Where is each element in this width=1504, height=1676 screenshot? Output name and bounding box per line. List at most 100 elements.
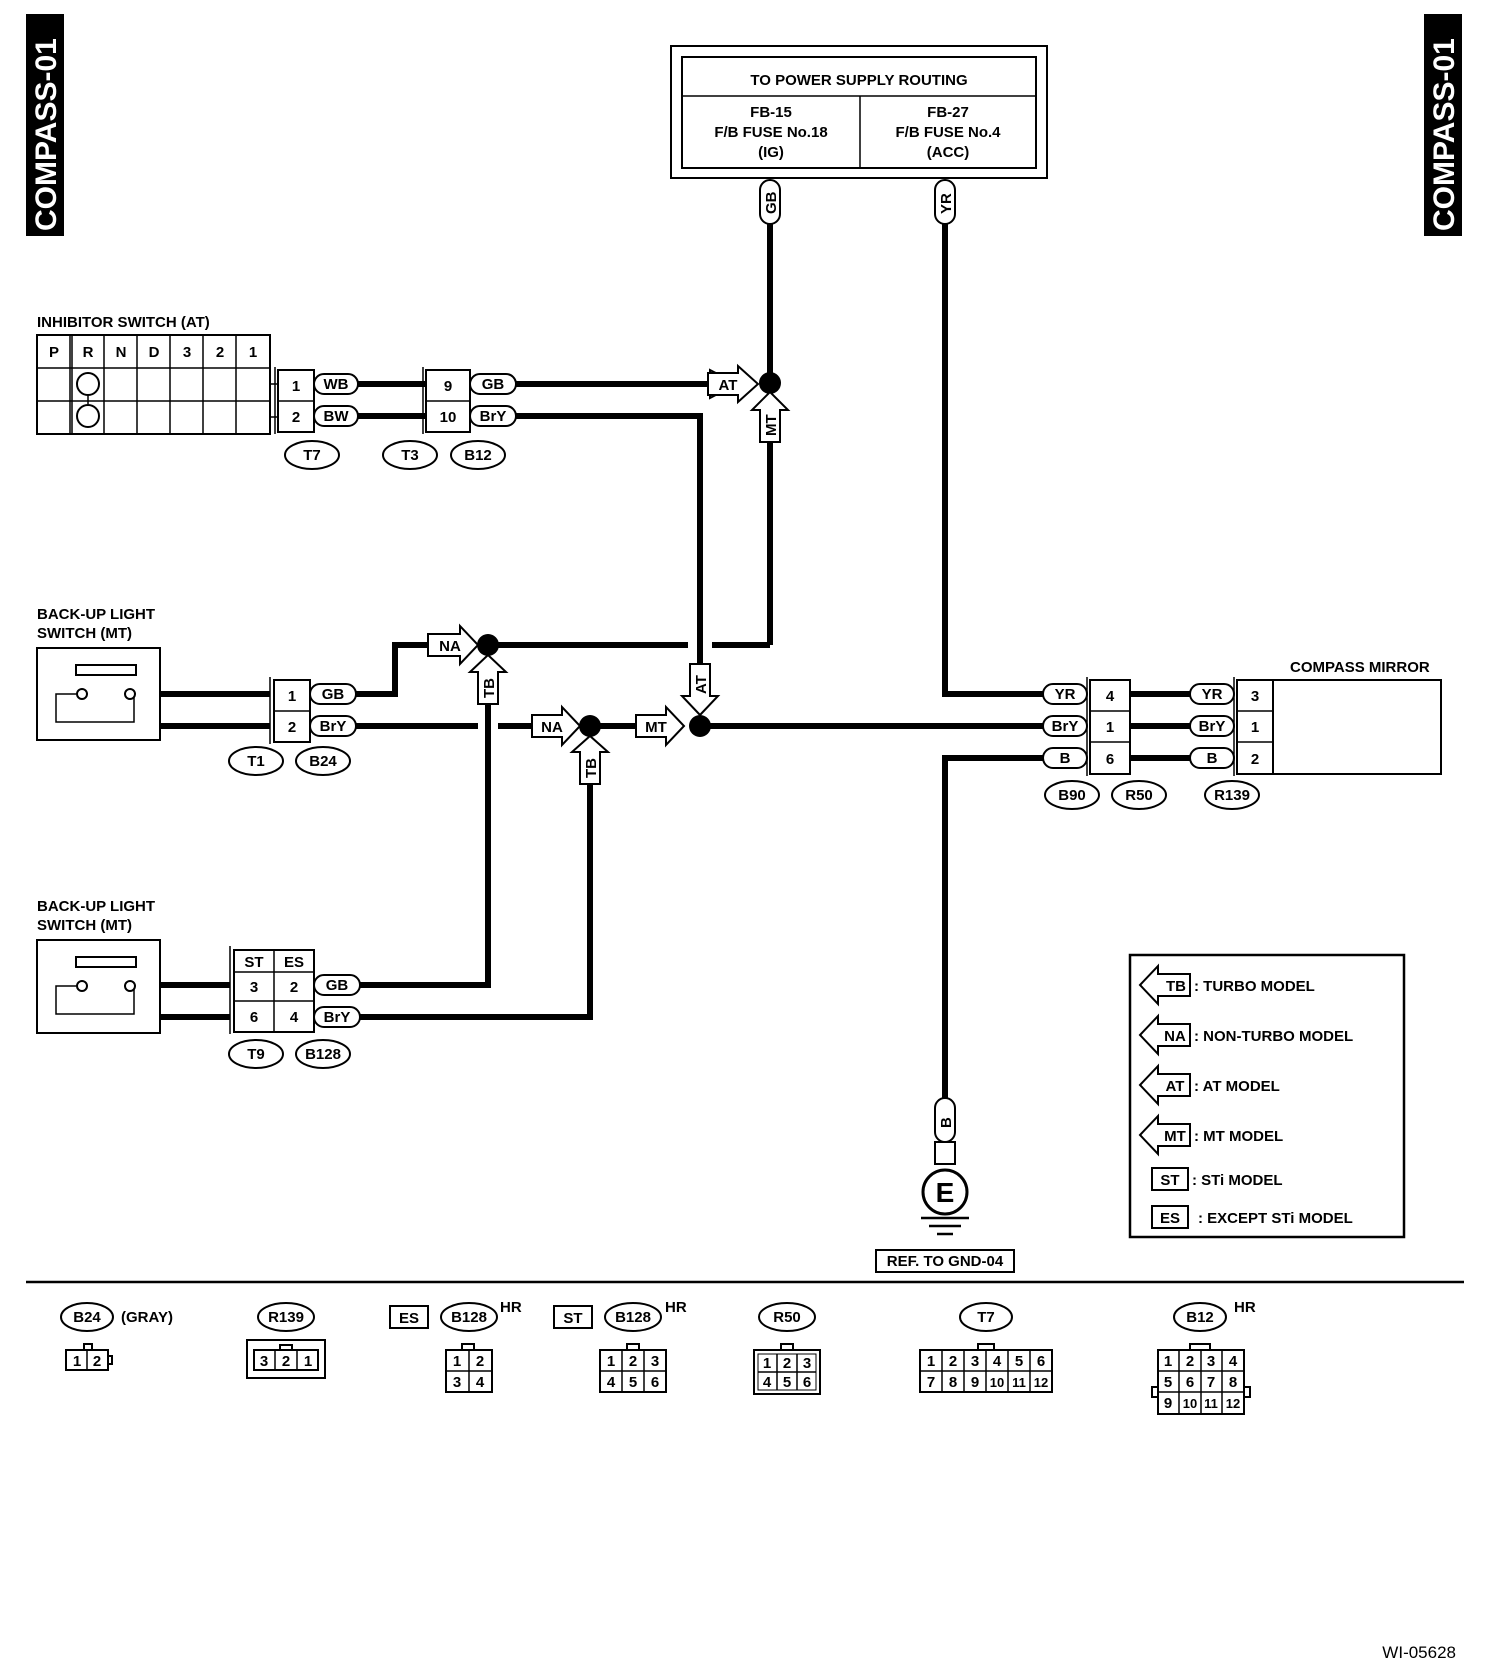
svg-text:2: 2 [93, 1353, 101, 1370]
svg-text:11: 11 [1204, 1396, 1218, 1411]
tag-b90 [1044, 780, 1100, 810]
svg-text:2: 2 [288, 719, 296, 736]
svg-text:2: 2 [783, 1355, 791, 1372]
connector-t3-b12: 9 10 [422, 367, 471, 434]
svg-text:BrY: BrY [1199, 718, 1226, 735]
svg-text:FB-27: FB-27 [927, 104, 969, 121]
svg-text:1: 1 [927, 1353, 935, 1370]
svg-text:6: 6 [1186, 1374, 1194, 1391]
svg-text:4: 4 [290, 1009, 299, 1026]
svg-text:WB: WB [324, 376, 349, 393]
svg-text:11: 11 [1012, 1375, 1026, 1390]
svg-text:6: 6 [651, 1374, 659, 1391]
svg-text:10: 10 [1183, 1396, 1197, 1411]
svg-text:TB: TB [481, 678, 498, 698]
svg-text:2: 2 [290, 979, 298, 996]
junction-power [759, 372, 781, 394]
svg-text:B128: B128 [451, 1309, 487, 1326]
svg-text:10: 10 [440, 409, 457, 426]
svg-text:BW: BW [324, 408, 350, 425]
svg-text:1: 1 [249, 344, 257, 361]
power-supply-box: TO POWER SUPPLY ROUTING FB-15 F/B FUSE N… [670, 45, 1048, 179]
svg-text:7: 7 [1207, 1374, 1215, 1391]
svg-text:4: 4 [476, 1374, 485, 1391]
power-title: TO POWER SUPPLY ROUTING [750, 72, 967, 89]
tag-b24 [295, 746, 351, 776]
svg-text:1: 1 [73, 1353, 81, 1370]
svg-text:MT: MT [1164, 1128, 1186, 1145]
svg-text:2: 2 [629, 1353, 637, 1370]
svg-text:3: 3 [453, 1374, 461, 1391]
svg-text:5: 5 [1164, 1374, 1172, 1391]
svg-text:T9: T9 [247, 1046, 265, 1063]
svg-text:9: 9 [971, 1374, 979, 1391]
svg-text:T1: T1 [247, 753, 265, 770]
connector-b90-r50: 4 1 6 [1086, 677, 1131, 776]
svg-text:4: 4 [1106, 688, 1115, 705]
svg-text:T7: T7 [303, 447, 321, 464]
svg-text:SWITCH (MT): SWITCH (MT) [37, 625, 132, 642]
svg-text:(GRAY): (GRAY) [121, 1309, 173, 1326]
svg-text:TB: TB [583, 758, 600, 778]
svg-text:6: 6 [250, 1009, 258, 1026]
footer-b128-st: ST B128 HR 1 2 3 4 5 6 [553, 1299, 687, 1393]
svg-text:AT: AT [693, 675, 710, 694]
svg-text:2: 2 [292, 409, 300, 426]
tag-r50 [1111, 780, 1167, 810]
svg-text:: NON-TURBO MODEL: : NON-TURBO MODEL [1194, 1028, 1353, 1045]
svg-text:ST: ST [1160, 1172, 1179, 1189]
wire-label-wb [313, 373, 359, 395]
svg-text:4: 4 [763, 1374, 772, 1391]
svg-text:BrY: BrY [1052, 718, 1079, 735]
svg-text:T7: T7 [977, 1309, 995, 1326]
svg-text:4: 4 [993, 1353, 1002, 1370]
footer-r50: R50 1 2 3 4 5 6 [753, 1302, 821, 1395]
svg-text:R50: R50 [1125, 787, 1153, 804]
svg-text:5: 5 [629, 1374, 637, 1391]
svg-text:12: 12 [1226, 1396, 1240, 1411]
connector-t9-b128: ST ES 3 2 6 4 [229, 946, 315, 1034]
svg-text:YR: YR [938, 193, 955, 214]
arrow-na-1: NA [427, 623, 480, 667]
svg-text:3: 3 [1207, 1353, 1215, 1370]
inhibitor-switch-table: P R N D 3 2 1 [36, 334, 271, 435]
footer-r139: R139 3 2 1 [246, 1302, 326, 1379]
svg-text:B12: B12 [464, 447, 492, 464]
compass-mirror-box [1272, 679, 1442, 775]
svg-text:5: 5 [783, 1374, 791, 1391]
svg-text:1: 1 [607, 1353, 615, 1370]
svg-text:COMPASS-01: COMPASS-01 [30, 38, 63, 231]
svg-text:9: 9 [1164, 1395, 1172, 1412]
svg-text:: EXCEPT STi MODEL: : EXCEPT STi MODEL [1198, 1210, 1353, 1227]
svg-text:GB: GB [763, 191, 780, 214]
svg-text:BACK-UP LIGHT: BACK-UP LIGHT [37, 606, 155, 623]
svg-text:GB: GB [326, 977, 349, 994]
svg-text:12: 12 [1034, 1375, 1048, 1390]
svg-text:BrY: BrY [320, 718, 347, 735]
svg-text:1: 1 [288, 688, 296, 705]
svg-text:6: 6 [803, 1374, 811, 1391]
svg-text:R139: R139 [268, 1309, 304, 1326]
wire-bry-at [470, 413, 703, 675]
svg-text:: AT MODEL: : AT MODEL [1194, 1078, 1280, 1095]
svg-text:B: B [938, 1117, 955, 1128]
svg-text:B: B [1060, 750, 1071, 767]
svg-text:3: 3 [260, 1353, 268, 1370]
svg-text:B128: B128 [615, 1309, 651, 1326]
svg-text:HR: HR [1234, 1299, 1256, 1316]
svg-text:HR: HR [500, 1299, 522, 1316]
svg-text:GB: GB [482, 376, 505, 393]
arrow-na-2: NA [531, 704, 582, 748]
svg-text:BrY: BrY [324, 1009, 351, 1026]
svg-text:: TURBO MODEL: : TURBO MODEL [1194, 978, 1315, 995]
svg-text:R139: R139 [1214, 787, 1250, 804]
svg-text:2: 2 [949, 1353, 957, 1370]
svg-text:(IG): (IG) [758, 144, 784, 161]
svg-text:4: 4 [607, 1374, 616, 1391]
tag-t3 [382, 440, 438, 470]
footer-t7: T7 1 2 3 4 5 6 7 8 9 10 11 12 [919, 1302, 1053, 1393]
svg-text:3: 3 [651, 1353, 659, 1370]
svg-text:F/B FUSE No.4: F/B FUSE No.4 [895, 124, 1001, 141]
svg-text:9: 9 [444, 378, 452, 395]
